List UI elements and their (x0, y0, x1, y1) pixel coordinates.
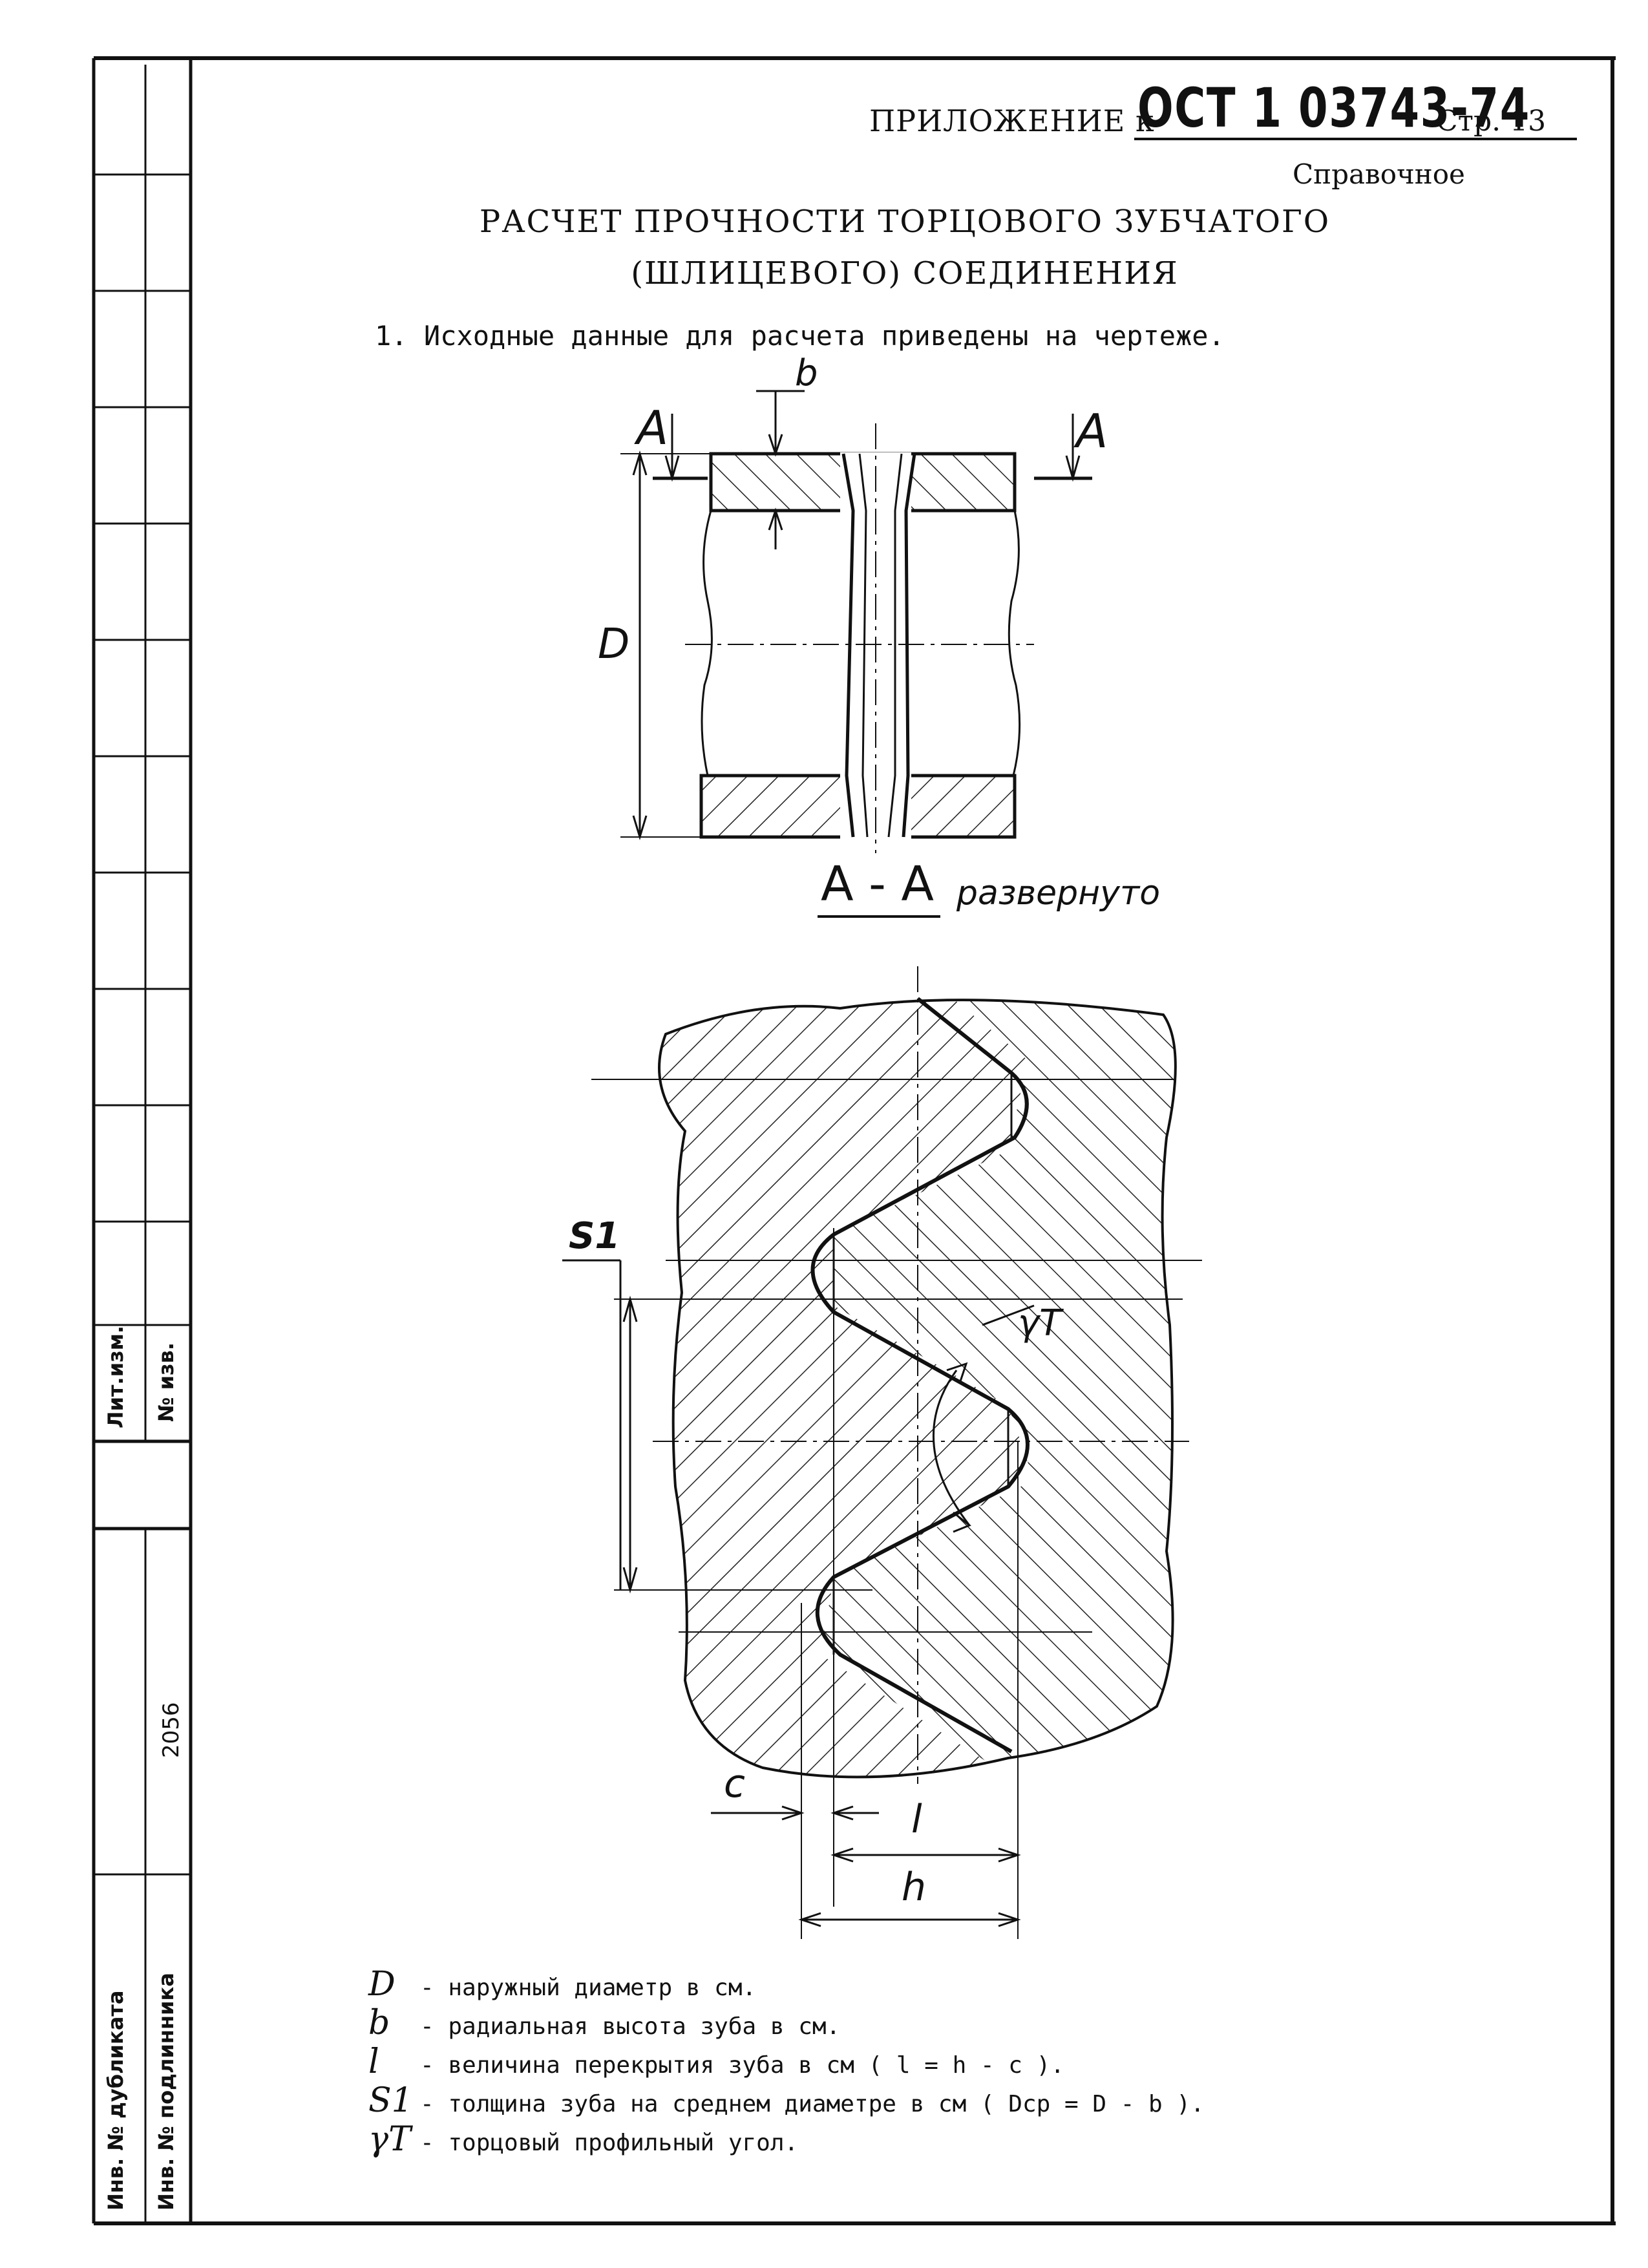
section-caption: А - А (821, 856, 934, 912)
sidebar-no-izv: № изв. (154, 1342, 178, 1422)
legend-symbol: b (368, 2004, 390, 2042)
sidebar-inv-dublikata: Инв. № дубликата (103, 1990, 128, 2210)
page-title-line-1: РАСЧЕТ ПРОЧНОСТИ ТОРЦОВОГО ЗУБЧАТОГО (479, 204, 1331, 240)
legend-text: - радиальная высота зуба в см. (420, 2013, 841, 2040)
legend-text: - торцовый профильный угол. (420, 2130, 799, 2156)
dim-label-b: b (795, 352, 818, 394)
legend-item-b: b - радиальная высота зуба в см. (368, 2004, 840, 2042)
page-number: Стр. 13 (1436, 105, 1547, 138)
legend-item-D: D - наружный диаметр в см. (368, 1965, 756, 2004)
dim-label-S1: S1 (569, 1215, 620, 1257)
section-label-left: A (637, 401, 669, 455)
dim-label-h: h (902, 1865, 927, 1910)
dim-label-l: l (911, 1797, 922, 1842)
legend-symbol: S1 (368, 2081, 413, 2120)
sidebar-number: 2056 (158, 1702, 184, 1758)
page-title-line-2: (ШЛИЦЕВОГО) СОЕДИНЕНИЯ (631, 255, 1179, 291)
dim-label-c: c (724, 1761, 745, 1807)
sidebar-inv-podlinnika: Инв. № подлинника (154, 1973, 178, 2210)
legend-symbol: γT (368, 2120, 411, 2159)
legend-symbol: D (368, 1965, 396, 2004)
appendix-label: ПРИЛОЖЕНИЕ к (869, 103, 1155, 138)
dim-label-D: D (598, 620, 630, 668)
section-caption-note: развернуто (956, 874, 1161, 913)
tooth-profile-drawing (562, 966, 1202, 1939)
legend-item-l: l - величина перекрытия зуба в см ( l = h… (368, 2042, 1064, 2081)
legend-text: - толщина зуба на среднем диаметре в см … (420, 2091, 1205, 2117)
outer-frame (92, 56, 1616, 2225)
legend-item-S1: S1 - толщина зуба на среднем диаметре в с… (368, 2081, 1205, 2120)
section-label-right: A (1076, 404, 1108, 458)
sidebar-lit-izm: Лит.изм. (103, 1325, 128, 1428)
dim-label-gamma: γT (1018, 1302, 1062, 1344)
coupling-section-drawing (620, 390, 1092, 853)
reference-note: Справочное (1293, 158, 1465, 190)
standard-number: ОСТ 1 03743-74 (1137, 76, 1530, 140)
legend-text: - величина перекрытия зуба в см ( l = h … (420, 2052, 1064, 2079)
legend-symbol: l (368, 2042, 379, 2081)
sidebar-grid (94, 173, 191, 1876)
legend-item-gamma: γT - торцовый профильный угол. (368, 2120, 798, 2159)
intro-text: 1. Исходные данные для расчета приведены… (375, 320, 1225, 352)
legend-text: - наружный диаметр в см. (420, 1975, 757, 2001)
